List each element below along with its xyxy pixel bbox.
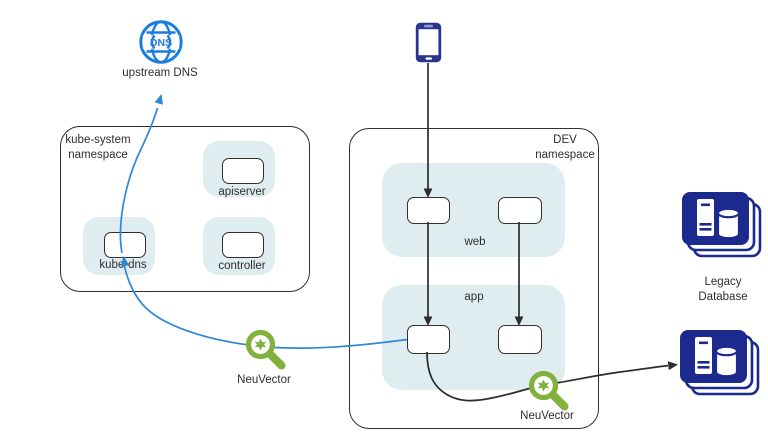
web-tier-label: web [464, 236, 486, 248]
database-cylinder-glyph [716, 213, 741, 240]
pod-web-2 [498, 197, 542, 224]
legacy-database-icon-top [682, 192, 762, 258]
neuvector-right-label: NeuVector [520, 410, 574, 422]
app-tier-label: app [464, 291, 484, 303]
neuvector-left-icon [245, 329, 286, 370]
pod-web-1 [407, 197, 450, 224]
dns-globe-icon: DNS [139, 20, 183, 64]
pod-controller [222, 232, 264, 258]
pod-kube-dns [104, 232, 146, 258]
pod-apiserver-label: apiserver [218, 186, 266, 198]
pod-apiserver [222, 158, 264, 184]
upstream-dns-label: upstream DNS [122, 67, 198, 79]
database-cylinder-glyph [714, 351, 739, 378]
legacy-database-label: Legacy Database [698, 276, 748, 303]
server-tower-glyph [697, 199, 714, 236]
neuvector-left-label: NeuVector [237, 374, 291, 386]
pod-app-1 [407, 325, 450, 354]
dev-namespace-label: DEV namespace [535, 134, 595, 161]
neuvector-right-icon [528, 370, 569, 411]
kube-system-namespace-label: kube-system namespace [65, 134, 131, 161]
dns-icon-text: DNS [150, 37, 172, 49]
pod-controller-label: controller [218, 260, 266, 272]
mobile-device-icon [415, 22, 442, 63]
server-tower-glyph [695, 337, 712, 374]
legacy-database-icon-bottom [680, 330, 760, 396]
pod-kube-dns-label: kube-dns [99, 259, 147, 271]
arrowhead-app1-to-legacy-db [667, 361, 678, 371]
arrowhead-into-upstream-dns [154, 94, 163, 105]
pod-app-2 [498, 325, 542, 354]
